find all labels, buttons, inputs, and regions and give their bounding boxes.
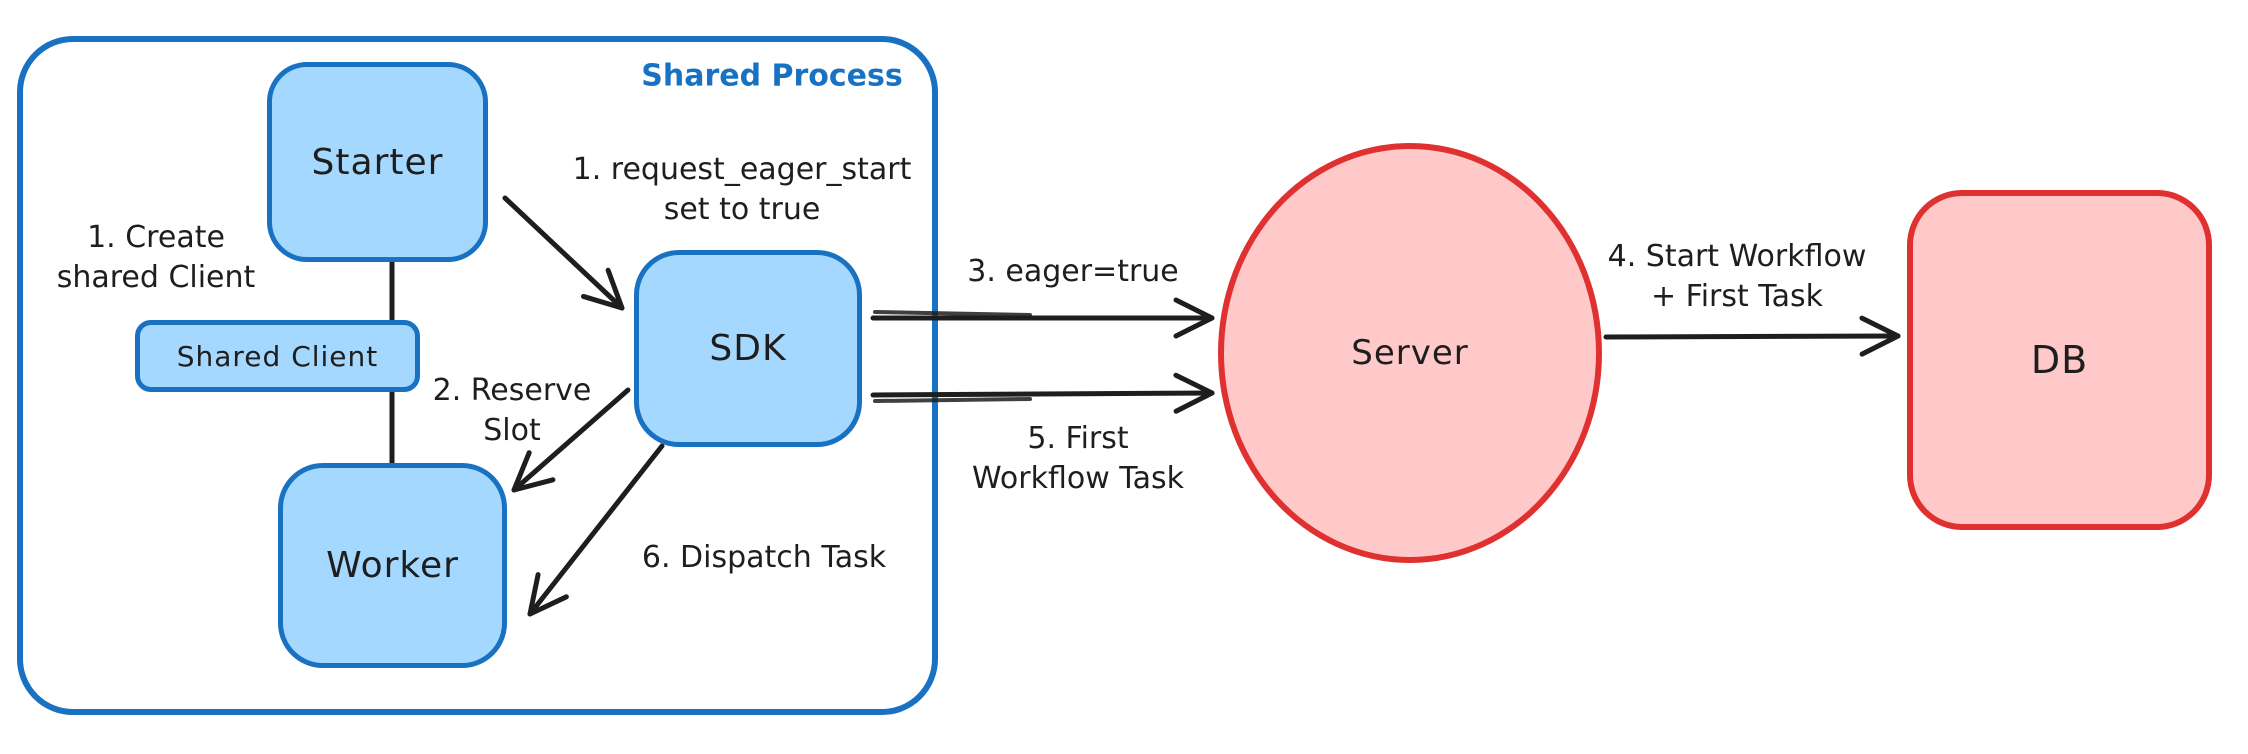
annotation-eager-true: 3. eager=true [967,254,1179,289]
annotation-start-workflow-first-task: 4. Start Workflow + First Task [1607,239,1867,314]
node-db: DB [1907,190,2212,530]
node-server: Server [1218,143,1602,563]
shared-process-container [17,36,938,715]
annotation-create-shared-client: 1. Create shared Client [56,220,256,295]
annotation-request-eager-start: 1. request_eager_start set to true [572,152,912,227]
annotation-reserve-slot: 2. Reserve Slot [432,373,592,448]
node-worker: Worker [278,463,507,668]
arrow-server-to-db [1603,315,1901,357]
annotation-dispatch-task: 6. Dispatch Task [641,540,887,575]
shared-process-title: Shared Process [641,58,903,94]
node-sdk-label: SDK [709,328,787,369]
node-shared-client-label: Shared Client [176,339,379,373]
annotation-first-workflow-task: 5. First Workflow Task [971,421,1185,496]
node-shared-client: Shared Client [135,320,420,392]
node-starter-label: Starter [311,141,444,183]
node-starter: Starter [267,62,488,262]
node-sdk: SDK [634,250,862,447]
node-server-label: Server [1351,333,1469,373]
node-worker-label: Worker [326,545,459,586]
node-db-label: DB [2030,338,2089,382]
